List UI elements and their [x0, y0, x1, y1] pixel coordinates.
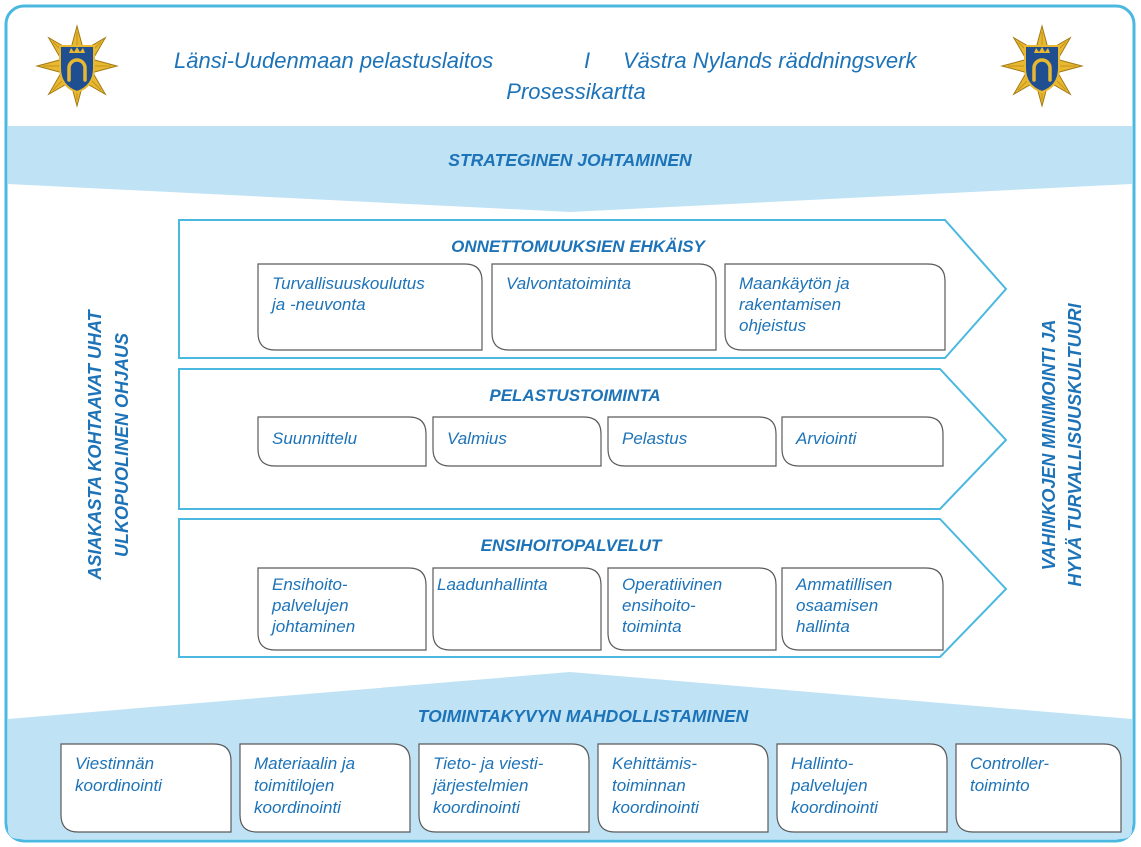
- box-line: osaamisen: [796, 596, 878, 615]
- box-line: Arviointi: [795, 429, 858, 448]
- box-supervision: Valvontatoiminta: [491, 263, 717, 351]
- header-separator: I: [584, 48, 590, 73]
- box-rescue: Pelastus: [607, 416, 777, 467]
- box-line: Ensihoito-: [272, 575, 348, 594]
- box-line: Controller-: [970, 754, 1049, 773]
- box-evaluation: Arviointi: [781, 416, 944, 467]
- box-care-management: Ensihoito- palvelujen johtaminen: [257, 567, 427, 651]
- box-line: Pelastus: [622, 429, 688, 448]
- box-materials-facilities: Materiaalin ja toimitilojen koordinointi: [239, 743, 411, 833]
- box-line: rakentamisen: [739, 295, 841, 314]
- box-line: Tieto- ja viesti-: [433, 754, 544, 773]
- box-line: hallinta: [796, 617, 850, 636]
- enabling-band-label: TOIMINTAKYVYN MAHDOLLISTAMINEN: [418, 706, 749, 726]
- box-land-use-guidance: Maankäytön ja rakentamisen ohjeistus: [724, 263, 946, 351]
- box-competence-management: Ammatillisen osaamisen hallinta: [781, 567, 944, 651]
- box-line: Suunnittelu: [272, 429, 358, 448]
- box-line: Laadunhallinta: [437, 575, 548, 594]
- box-controller: Controller- toiminto: [955, 743, 1122, 833]
- header-title-fi: Länsi-Uudenmaan pelastuslaitos: [174, 48, 493, 73]
- box-line: koordinointi: [75, 776, 163, 795]
- box-admin-services: Hallinto- palvelujen koordinointi: [776, 743, 948, 833]
- rescue-department-emblem-icon-left: [35, 24, 119, 108]
- box-line: Valvontatoiminta: [506, 274, 631, 293]
- box-communications: Viestinnän koordinointi: [60, 743, 232, 833]
- box-line: ja -neuvonta: [270, 295, 366, 314]
- box-line: palvelujen: [790, 776, 868, 795]
- box-line: Operatiivinen: [622, 575, 722, 594]
- box-line: palvelujen: [271, 596, 349, 615]
- box-line: toiminnan: [612, 776, 686, 795]
- box-line: koordinointi: [433, 798, 521, 817]
- box-it-systems: Tieto- ja viesti- järjestelmien koordino…: [418, 743, 590, 833]
- box-line: koordinointi: [612, 798, 700, 817]
- box-development: Kehittämis- toiminnan koordinointi: [597, 743, 769, 833]
- box-line: järjestelmien: [431, 776, 528, 795]
- box-line: Maankäytön ja: [739, 274, 850, 293]
- box-safety-training: Turvallisuuskoulutus ja -neuvonta: [257, 263, 483, 351]
- left-label-line1: ASIAKASTA KOHTAAVAT UHAT: [85, 308, 105, 580]
- right-label-line1: VAHINKOJEN MINIMOINTI JA: [1039, 320, 1059, 571]
- box-line: johtaminen: [270, 617, 355, 636]
- strategic-band-label: STRATEGINEN JOHTAMINEN: [448, 150, 692, 170]
- box-line: ohjeistus: [739, 316, 807, 335]
- box-line: toimitilojen: [254, 776, 334, 795]
- process-title-prevention: ONNETTOMUUKSIEN EHKÄISY: [451, 237, 706, 256]
- rescue-department-emblem-icon-right: [1000, 24, 1084, 108]
- strategic-band: [8, 126, 1132, 212]
- box-planning: Suunnittelu: [257, 416, 427, 467]
- box-line: ensihoito-: [622, 596, 696, 615]
- box-line: Turvallisuuskoulutus: [272, 274, 425, 293]
- box-line: toiminta: [622, 617, 682, 636]
- header: Länsi-Uudenmaan pelastuslaitos I Västra …: [35, 24, 1084, 108]
- box-line: Hallinto-: [791, 754, 854, 773]
- left-label-line2: ULKOPUOLINEN OHJAUS: [112, 333, 132, 557]
- right-label-line2: HYVÄ TURVALLISUUSKULTUURI: [1065, 302, 1085, 586]
- box-quality-management: Laadunhallinta: [432, 567, 602, 651]
- box-line: koordinointi: [791, 798, 879, 817]
- box-line: Valmius: [447, 429, 507, 448]
- box-readiness: Valmius: [432, 416, 602, 467]
- process-title-rescue: PELASTUSTOIMINTA: [489, 386, 660, 405]
- process-title-emergency-care: ENSIHOITOPALVELUT: [481, 536, 663, 555]
- header-subtitle: Prosessikartta: [506, 79, 645, 104]
- box-line: toiminto: [970, 776, 1030, 795]
- box-line: Viestinnän: [75, 754, 154, 773]
- box-operative-care: Operatiivinen ensihoito- toiminta: [607, 567, 777, 651]
- box-line: Materiaalin ja: [254, 754, 355, 773]
- box-line: koordinointi: [254, 798, 342, 817]
- box-line: Kehittämis-: [612, 754, 697, 773]
- header-title-sv: Västra Nylands räddningsverk: [623, 48, 917, 73]
- box-line: Ammatillisen: [795, 575, 892, 594]
